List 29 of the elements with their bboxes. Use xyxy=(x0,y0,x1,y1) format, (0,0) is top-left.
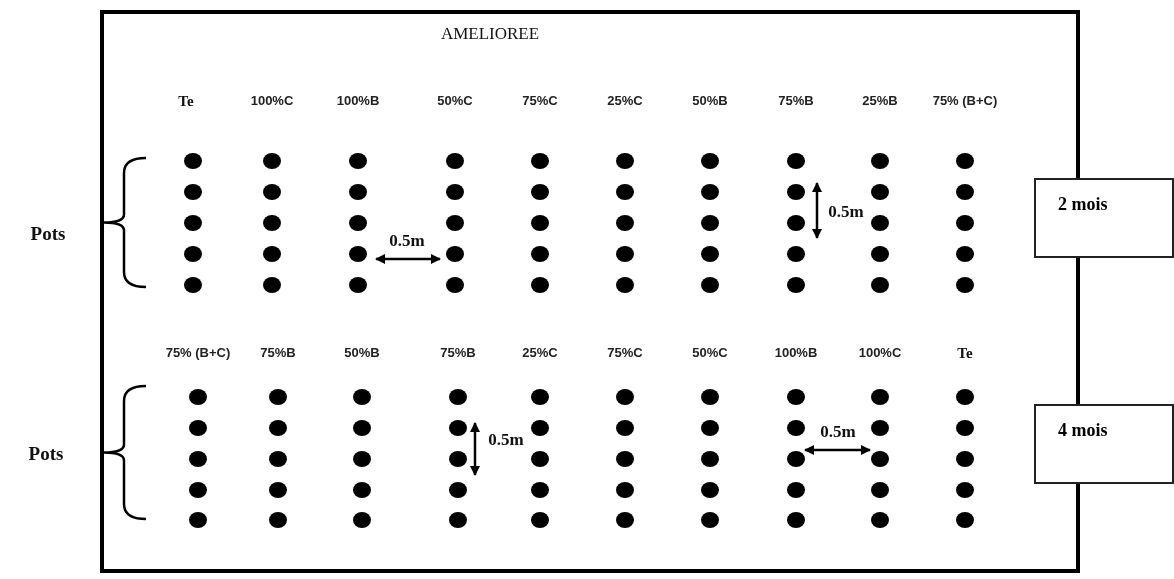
treatment-label: 25%B xyxy=(862,93,898,109)
treatment-label: 100%B xyxy=(774,345,818,361)
treatment-label: Te xyxy=(957,344,973,362)
dimension-label: 0.5m xyxy=(828,202,864,222)
treatment-label: 75% (B+C) xyxy=(165,345,231,361)
treatment-label: 50%B xyxy=(692,93,728,109)
treatment-label: 75%B xyxy=(778,93,814,109)
treatment-label: 50%B xyxy=(344,345,380,361)
period-box: 4 mois xyxy=(1034,404,1174,484)
treatment-label: 25%C xyxy=(607,93,643,109)
row-label: Pots xyxy=(28,443,64,465)
treatment-label: 75% (B+C) xyxy=(932,93,998,109)
row-label: Pots xyxy=(30,223,66,245)
treatment-label: 75%B xyxy=(260,345,296,361)
treatment-label: 50%C xyxy=(437,93,473,109)
treatment-label: 100%B xyxy=(336,93,380,109)
treatment-label: 25%C xyxy=(522,345,558,361)
dimension-label: 0.5m xyxy=(820,422,856,442)
treatment-label: 75%C xyxy=(522,93,558,109)
dimension-label: 0.5m xyxy=(488,430,524,450)
treatment-label: Te xyxy=(178,92,194,110)
treatment-label: 100%C xyxy=(250,93,294,109)
period-box: 2 mois xyxy=(1034,178,1174,258)
treatment-label: 50%C xyxy=(692,345,728,361)
dimension-label: 0.5m xyxy=(389,231,425,251)
treatment-label: 75%B xyxy=(440,345,476,361)
treatment-label: 75%C xyxy=(607,345,643,361)
plot-title: AMELIOREE xyxy=(440,24,540,44)
treatment-label: 100%C xyxy=(858,345,902,361)
